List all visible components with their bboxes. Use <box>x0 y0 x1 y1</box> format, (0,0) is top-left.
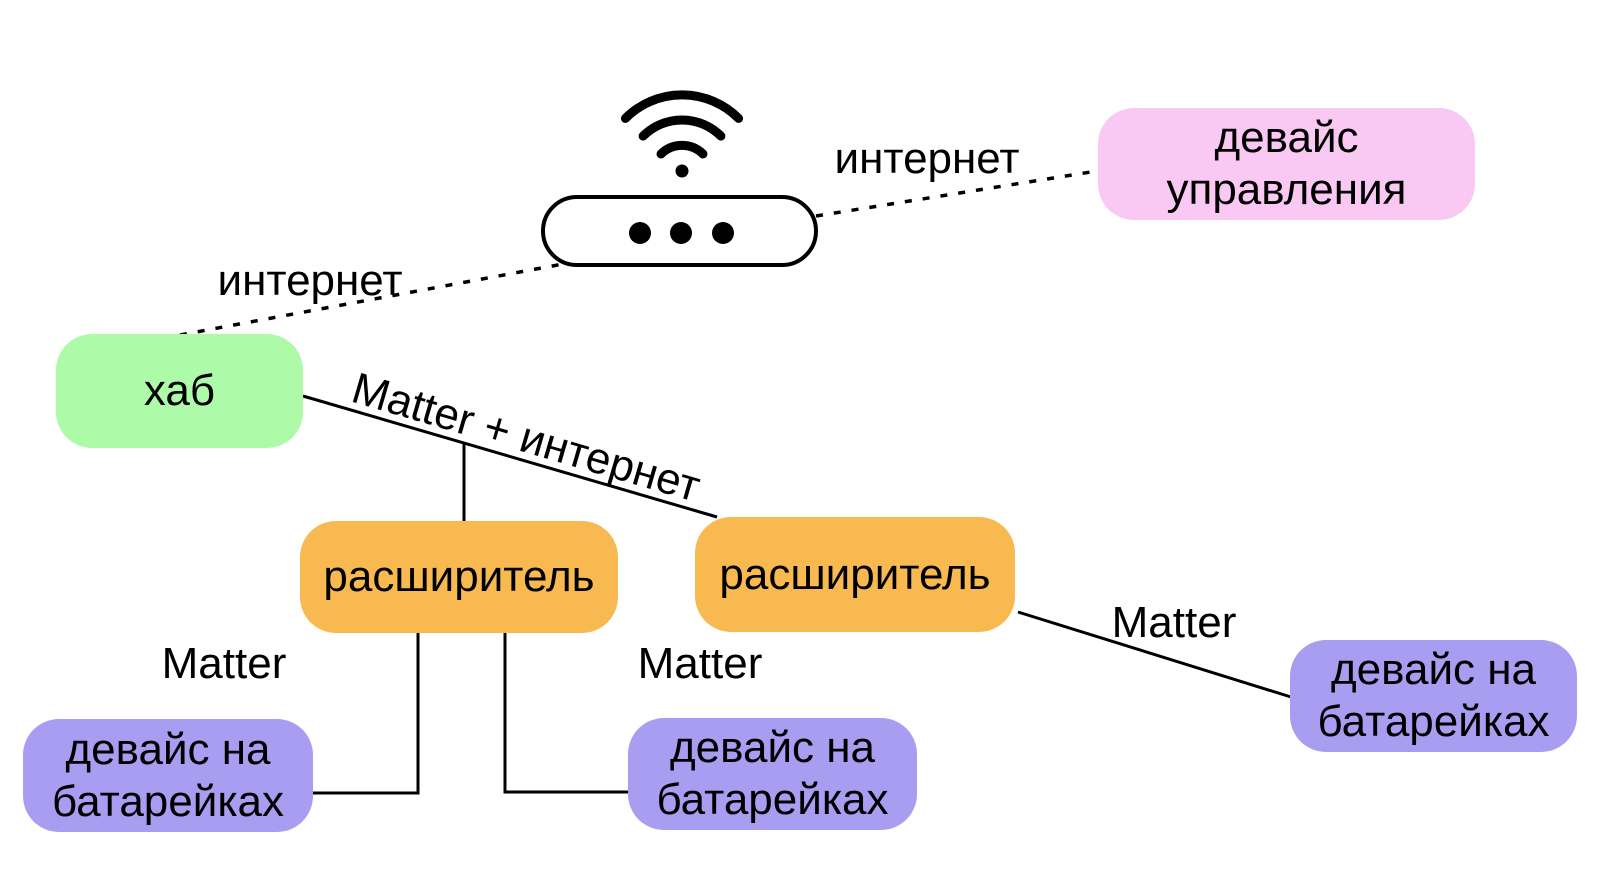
node-hub: хаб <box>56 334 303 448</box>
edge-label-matter-middle: Matter <box>637 639 763 688</box>
node-extender-right: расширитель <box>695 517 1015 632</box>
node-battery-device-right: девайс на батарейках <box>1290 640 1577 752</box>
node-control-device: девайс управления <box>1098 108 1475 220</box>
edge-extender-right-battery-right <box>1017 610 1292 699</box>
edge-label-matter-left: Matter <box>161 639 287 688</box>
node-battery-device-left: девайс на батарейках <box>23 719 313 832</box>
node-extender-left: расширитель <box>300 521 618 633</box>
edge-label-matter-right: Matter <box>1111 598 1237 647</box>
edge-hub-router <box>179 262 564 337</box>
router-led-dot <box>670 222 692 244</box>
router-led-dot <box>629 222 651 244</box>
edge-label-internet-left: интернет <box>217 256 403 305</box>
edge-label-internet-right: интернет <box>834 134 1020 183</box>
edge-hub-extender-right <box>302 394 718 519</box>
router-led-dot <box>712 222 734 244</box>
edge-router-control-device <box>815 169 1098 218</box>
edge-extender-left-battery-left <box>313 633 420 795</box>
edge-extender-left-battery-middle <box>503 633 628 794</box>
wifi-signal-icon <box>620 90 744 178</box>
node-battery-device-middle: девайс на батарейках <box>628 718 917 830</box>
wifi-router-icon <box>541 90 818 267</box>
